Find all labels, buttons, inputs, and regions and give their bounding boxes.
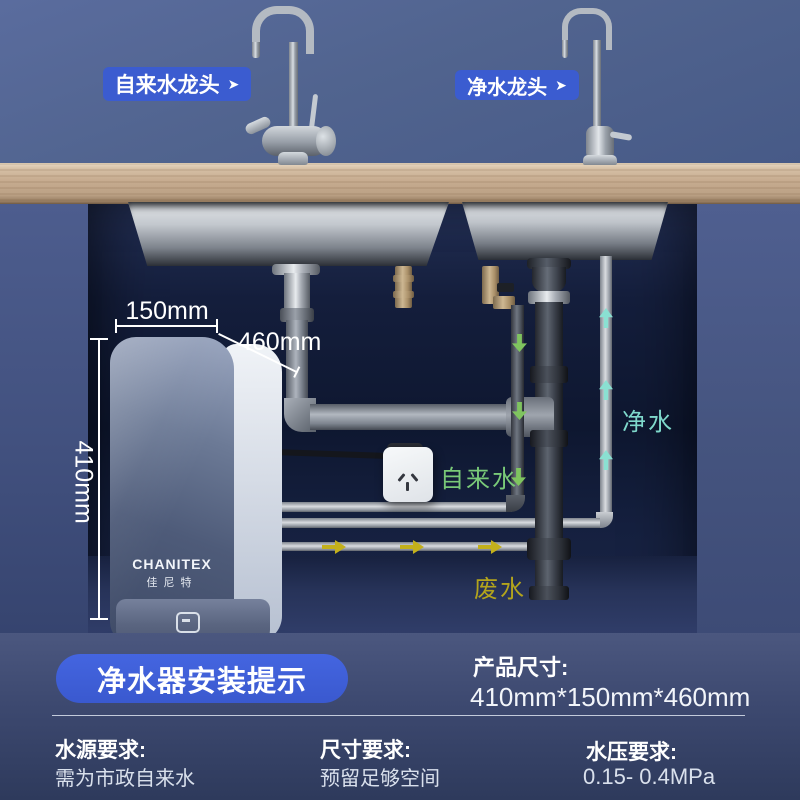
dim-width-tick — [216, 319, 218, 333]
stack-coupling-lower — [527, 538, 571, 560]
drain-horizontal-pipe — [310, 404, 512, 430]
cabinet-right-wall — [697, 204, 800, 634]
flow-label-purified-water: 净水 — [622, 409, 674, 436]
left-drain-coupling — [280, 308, 314, 322]
dim-width-line — [115, 325, 218, 327]
dim-width-tick — [115, 319, 117, 333]
wood-grain — [0, 163, 800, 204]
flow-label-waste-water: 废水 — [474, 576, 526, 603]
pure-faucet-stem — [593, 40, 601, 130]
product-size-label: 产品尺寸: — [473, 655, 569, 680]
product-size-value: 410mm*150mm*460mm — [470, 682, 751, 712]
arrow-right-icon: ➤ — [555, 77, 567, 93]
stack-coupling-upper — [530, 366, 568, 383]
arrow-right-icon: ➤ — [227, 76, 240, 92]
pure-faucet-base — [583, 155, 617, 165]
pure-faucet-gooseneck — [562, 8, 612, 50]
stack-coupling-middle — [530, 430, 568, 447]
tap-water-inlet-line — [272, 502, 512, 512]
sink-basin-right — [462, 202, 668, 260]
brass-tailpiece-ring — [393, 275, 414, 282]
countertop — [0, 163, 800, 204]
device-brand-cn: 佳尼特 — [146, 577, 198, 589]
tap-faucet-gooseneck — [252, 6, 314, 54]
flow-label-tap-water: 自来水 — [440, 466, 518, 493]
dim-width-text: 150mm — [125, 297, 209, 325]
divider-line — [52, 715, 745, 716]
right-drain-flange — [527, 258, 571, 269]
install-tips-banner: 净水器安装提示 — [56, 654, 348, 703]
dim-height-text: 410mm — [69, 440, 98, 524]
requirement-size-label: 尺寸要求: — [320, 739, 411, 762]
left-drain-pipe — [286, 320, 308, 404]
requirement-pressure-label: 水压要求: — [586, 741, 677, 764]
tap-faucet-base — [278, 152, 308, 165]
device-front-panel — [110, 337, 234, 644]
pure-faucet-label-text: 净水龙头 — [467, 76, 548, 99]
right-drain-cone — [532, 267, 566, 293]
left-drain-flange — [272, 264, 320, 275]
dim-height-tick — [90, 338, 108, 340]
valve-elbow — [493, 296, 515, 309]
tap-faucet-handle-cap — [316, 126, 336, 156]
device-brand: CHANITEX — [132, 556, 212, 572]
brass-tailpiece — [395, 266, 412, 308]
requirement-water-source-label: 水源要求: — [55, 739, 146, 762]
tap-faucet-spout-tip — [252, 42, 260, 58]
sink-basin-left — [128, 202, 449, 266]
tap-faucet-stem — [289, 42, 298, 130]
tap-faucet-label-text: 自来水龙头 — [114, 74, 220, 97]
supply-elbow — [506, 495, 525, 512]
requirement-water-source-value: 需为市政自来水 — [55, 768, 195, 790]
dim-height-line — [98, 340, 100, 620]
device-base-logo-icon — [176, 612, 200, 633]
brass-tailpiece-ring — [393, 291, 414, 298]
cold-water-valve — [482, 266, 499, 304]
power-outlet — [383, 447, 433, 502]
cabinet-left-wall — [0, 204, 88, 634]
dim-height-tick — [90, 618, 108, 620]
right-drain-coupling — [528, 291, 570, 304]
pure-faucet-label: 净水龙头 ➤ — [455, 70, 579, 100]
pure-faucet-body — [586, 126, 614, 160]
water-purifier-device: CHANITEX 佳尼特 — [102, 337, 297, 656]
left-drain-tube — [284, 273, 310, 313]
valve-handle — [497, 283, 514, 292]
tap-faucet-label: 自来水龙头 ➤ — [103, 67, 251, 101]
purified-water-elbow — [596, 512, 613, 528]
socket-pins-icon — [397, 471, 419, 491]
pure-faucet-spout-tip — [562, 40, 568, 58]
stack-base-flare — [529, 586, 569, 600]
requirement-pressure-value: 0.15- 0.4MPa — [583, 764, 716, 789]
requirement-size-value: 预留足够空间 — [320, 768, 440, 790]
purified-water-line — [272, 518, 600, 528]
